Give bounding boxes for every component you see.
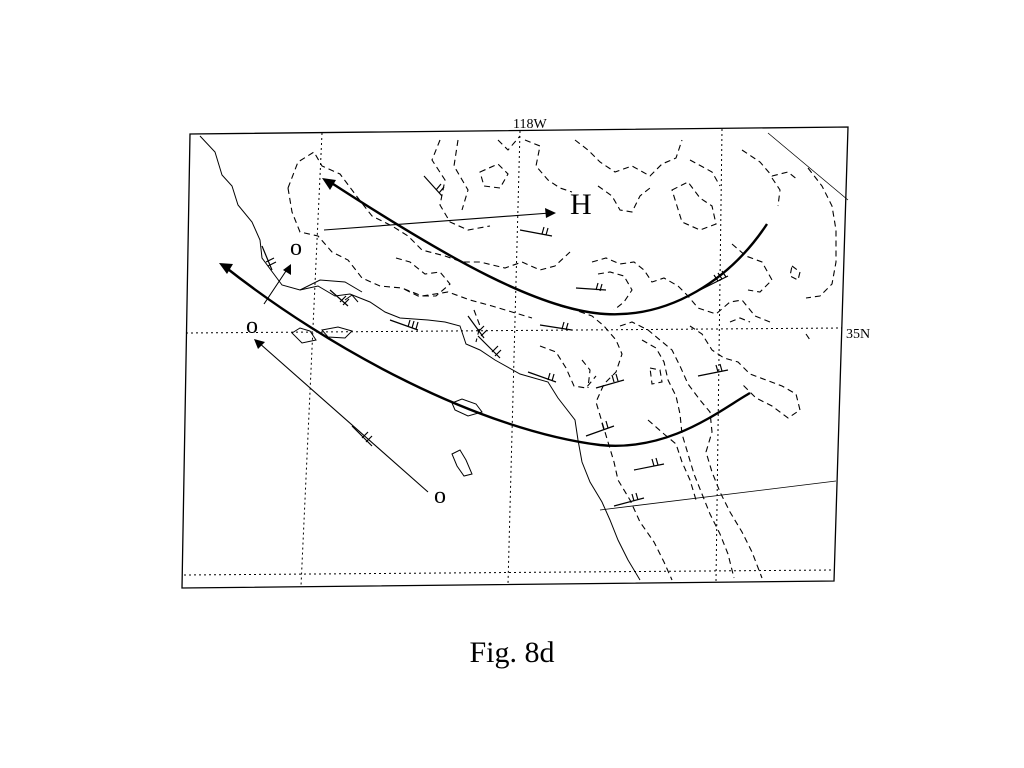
wind-barb [699, 270, 729, 291]
wind-barb [527, 371, 557, 383]
cell-label-lower: o [434, 483, 446, 509]
wind-barb [585, 420, 615, 437]
latitude-label: 35N [846, 327, 870, 342]
graticule [183, 128, 843, 587]
wind-barb [467, 315, 488, 339]
wind-barb [613, 492, 645, 507]
wind-barb [519, 226, 553, 237]
curve-arrowheads [219, 178, 336, 274]
meridian-118w [507, 130, 521, 585]
parallel-35n [185, 327, 843, 334]
coastline [199, 135, 641, 581]
meridian-3 [715, 128, 723, 583]
arrow-to-high [323, 212, 551, 231]
meridian-1 [300, 132, 323, 587]
wind-barb [575, 282, 607, 292]
wind-barb [329, 289, 350, 307]
southern-curve [223, 265, 751, 447]
wind-barb [423, 175, 445, 197]
wind-barb [595, 373, 625, 389]
wind-barb [351, 425, 373, 447]
parallel-south [183, 569, 835, 576]
northern-curve [329, 180, 769, 316]
wind-barbs [261, 175, 729, 507]
trajectory-arrows [257, 212, 551, 493]
cell-label-upper: o [290, 235, 302, 261]
wind-barb [261, 245, 277, 271]
analysis-curves [223, 180, 769, 447]
arrow-small [263, 267, 289, 305]
high-pressure-label: H [570, 188, 592, 221]
trajectory-arrowheads [254, 208, 556, 349]
wind-barb [539, 321, 573, 331]
arrow-long [257, 341, 429, 493]
wind-barb [389, 319, 419, 331]
boundaries [599, 132, 849, 511]
longitude-label: 118W [513, 117, 547, 132]
figure-caption: Fig. 8d [469, 636, 555, 669]
wind-barb [633, 457, 665, 471]
dashed-contours [287, 135, 837, 581]
cell-label-middle: o [246, 313, 258, 339]
wind-barb [477, 335, 502, 359]
wind-barb [697, 363, 729, 377]
map-frame [181, 126, 849, 589]
